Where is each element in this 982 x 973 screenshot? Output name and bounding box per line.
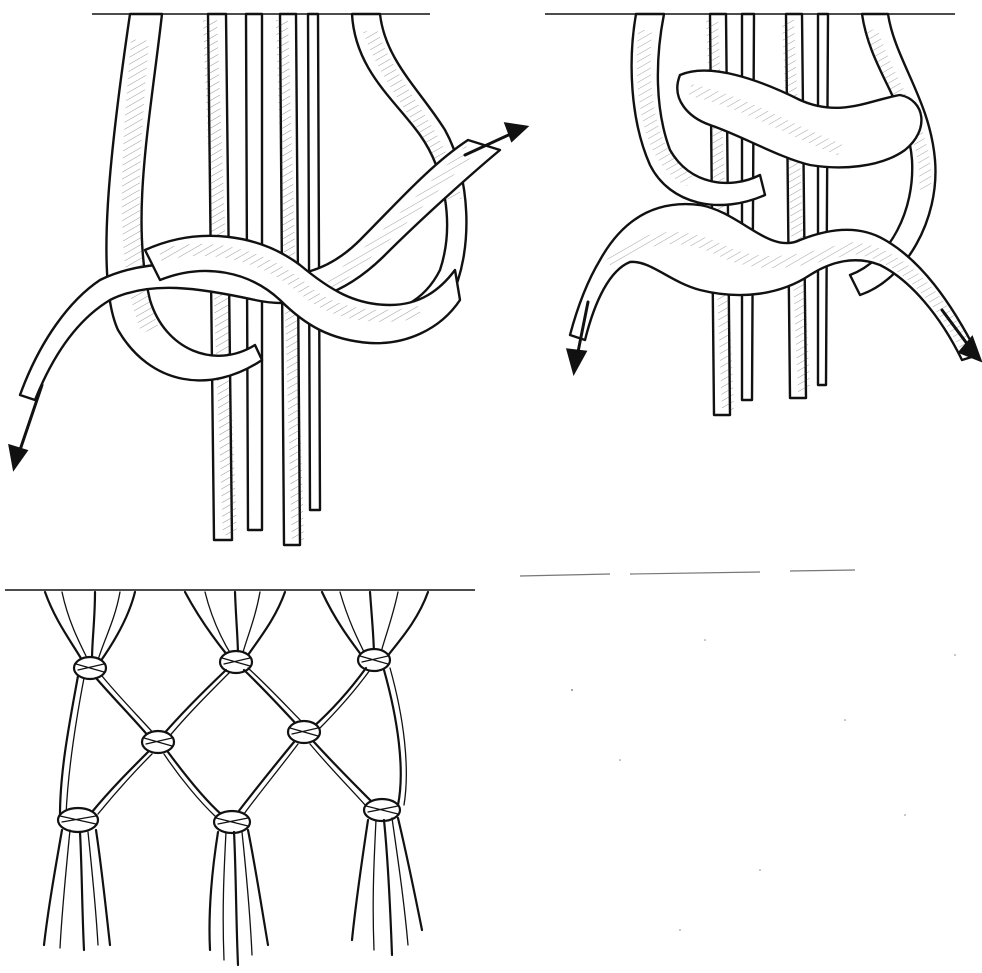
panel-step-1 [10, 14, 526, 545]
net-knots-row-1 [74, 649, 390, 679]
panel-net [5, 590, 475, 965]
faint-rail [520, 570, 855, 576]
net-knots-row-3 [58, 799, 400, 833]
net-fringe [44, 818, 422, 965]
panel-blank [520, 570, 956, 931]
net-mesh [60, 668, 406, 817]
panel-step-2 [545, 14, 980, 415]
